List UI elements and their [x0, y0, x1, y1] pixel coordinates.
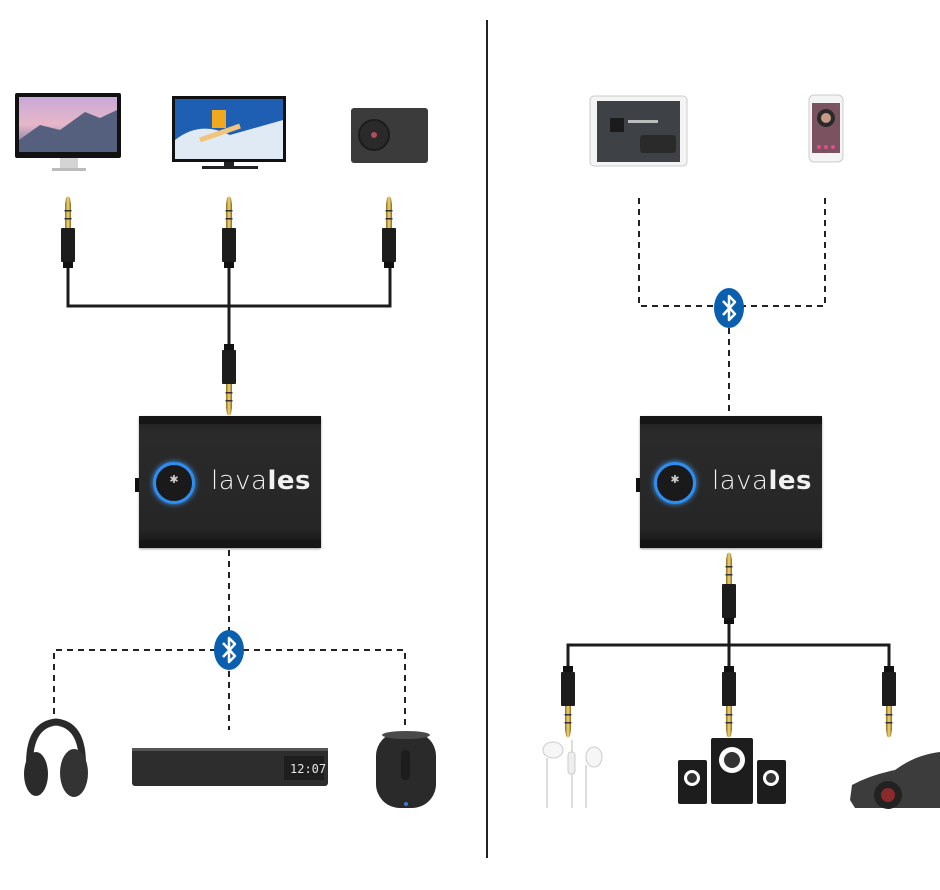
aux-plug: [722, 552, 736, 624]
hub-edge: [139, 540, 321, 548]
soundbar-clock: 12:07: [290, 762, 326, 776]
tv-icon: [172, 96, 286, 169]
left-aux-cable: [66, 265, 392, 344]
bluetooth-button[interactable]: ✱: [153, 462, 195, 504]
aux-plug: [882, 666, 896, 738]
aux-plug: [722, 666, 736, 738]
panel-divider: [486, 20, 488, 858]
bluetooth-glyph-icon: ✱: [670, 473, 680, 486]
hub-side-switch: [636, 478, 640, 492]
hub-side-switch: [135, 478, 139, 492]
hub-edge: [139, 416, 321, 424]
brand-light: lava: [712, 466, 769, 496]
receiver-device: ✱ lavales: [636, 416, 822, 548]
brand-logo: lavales: [211, 466, 311, 496]
bluetooth-icon: [712, 286, 746, 330]
bluetooth-glyph-icon: ✱: [169, 473, 179, 486]
brand-bold: les: [768, 466, 813, 496]
headphones-icon: [24, 718, 88, 797]
audio-box-icon: [351, 108, 428, 163]
aux-plug: [61, 196, 75, 268]
brand-bold: les: [267, 466, 312, 496]
right-aux-cable: [566, 622, 891, 668]
tablet-icon: [589, 95, 688, 167]
pc-speakers-icon: [678, 738, 786, 804]
hub-edge: [640, 416, 822, 424]
speaker-icon: [376, 731, 436, 808]
brand-logo: lavales: [712, 466, 812, 496]
car-icon: [850, 752, 940, 809]
earphones-icon: [542, 740, 603, 808]
aux-plug: [222, 344, 236, 416]
bluetooth-icon: [212, 628, 246, 672]
aux-plug: [382, 196, 396, 268]
monitor-icon: [15, 93, 121, 171]
hub-edge: [640, 540, 822, 548]
transmitter-device: ✱ lavales: [135, 416, 321, 548]
phone-icon: [808, 94, 844, 163]
bluetooth-button[interactable]: ✱: [654, 462, 696, 504]
brand-light: lava: [211, 466, 268, 496]
soundbar-icon: [132, 748, 328, 786]
aux-plug: [561, 666, 575, 738]
aux-plug: [222, 196, 236, 268]
